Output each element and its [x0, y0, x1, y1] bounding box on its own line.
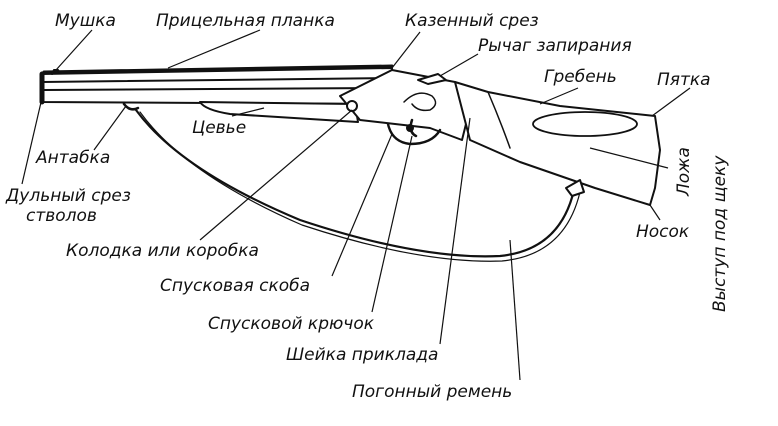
label-pyatka: Пятка — [657, 70, 711, 90]
label-sheyka-priklada: Шейка приклада — [286, 345, 439, 365]
label-mushka: Мушка — [55, 11, 116, 31]
top-lever — [417, 73, 447, 85]
receiver — [339, 69, 471, 141]
label-greben: Гребень — [544, 67, 617, 87]
leader-lines — [21, 29, 691, 381]
label-kolodka: Колодка или коробка — [66, 241, 259, 261]
label-vystup-pod-scheku: Выступ под щеку — [710, 155, 730, 312]
label-kazenny-srez: Казенный срез — [405, 11, 539, 31]
label-nosok: Носок — [636, 222, 690, 242]
sight-rib — [42, 64, 394, 74]
label-pritselnaya-planka: Прицельная планка — [156, 11, 335, 31]
cheek-piece — [532, 111, 638, 137]
front-swivel — [122, 102, 140, 111]
label-pogonny-remen: Погонный ремень — [352, 382, 513, 402]
label-antabka: Антабка — [36, 148, 111, 168]
label-dulny-srez-line2: стволов — [26, 206, 97, 226]
rear-swivel — [565, 179, 585, 197]
forend — [199, 101, 359, 123]
label-lozha: Ложа — [674, 147, 694, 196]
label-spuskovoy-kryuchok: Спусковой крючок — [208, 314, 375, 334]
barrels — [39, 67, 393, 105]
label-dulny-srez-line1: Дульный срез — [6, 186, 131, 206]
stock — [454, 81, 661, 206]
label-tsevye: Цевье — [192, 118, 247, 138]
label-rychag-zapiraniya: Рычаг запирания — [478, 36, 632, 56]
label-spuskovaya-skoba: Спусковая скоба — [160, 276, 311, 296]
